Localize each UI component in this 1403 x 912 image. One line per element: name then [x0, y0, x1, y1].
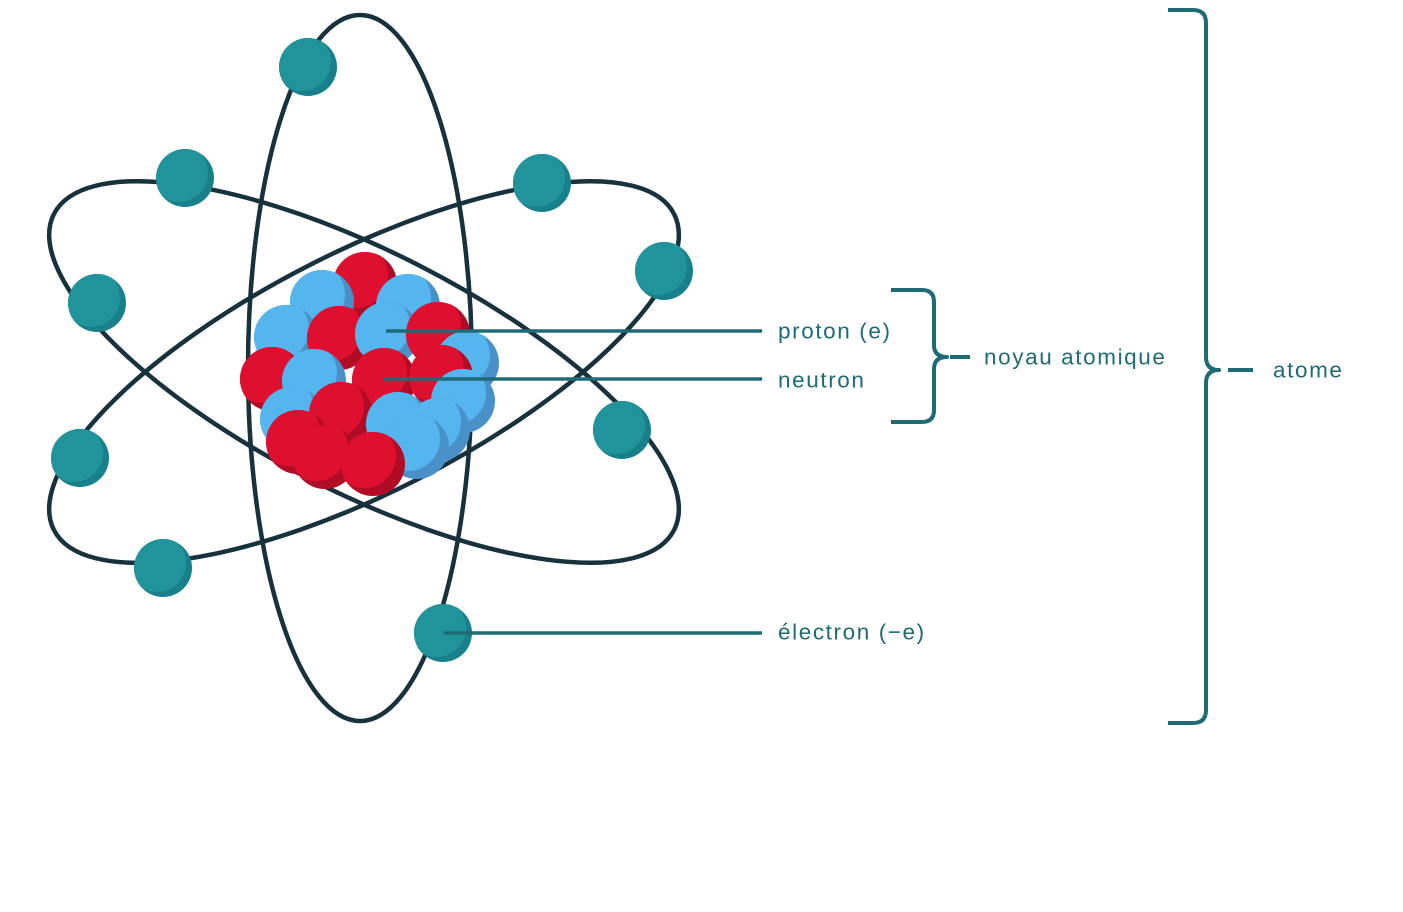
electron	[414, 604, 472, 662]
nucleus	[240, 252, 499, 496]
electrons	[51, 38, 693, 662]
labels: proton (e) neutron noyau atomique électr…	[778, 319, 1344, 645]
electron	[51, 429, 109, 487]
electron	[134, 539, 192, 597]
leader-lines	[384, 329, 762, 635]
atome-brace	[1168, 8, 1221, 725]
electron	[156, 149, 214, 207]
braces	[891, 8, 1253, 725]
electron	[635, 242, 693, 300]
label-neutron: neutron	[778, 368, 866, 393]
label-proton: proton (e)	[778, 319, 892, 344]
electron	[593, 401, 651, 459]
electron	[68, 274, 126, 332]
electron	[513, 154, 571, 212]
label-electron: électron (−e)	[778, 620, 926, 645]
label-noyau-atomique: noyau atomique	[984, 345, 1167, 370]
noyau-brace	[891, 288, 949, 424]
label-atome: atome	[1273, 358, 1344, 383]
electron	[279, 38, 337, 96]
